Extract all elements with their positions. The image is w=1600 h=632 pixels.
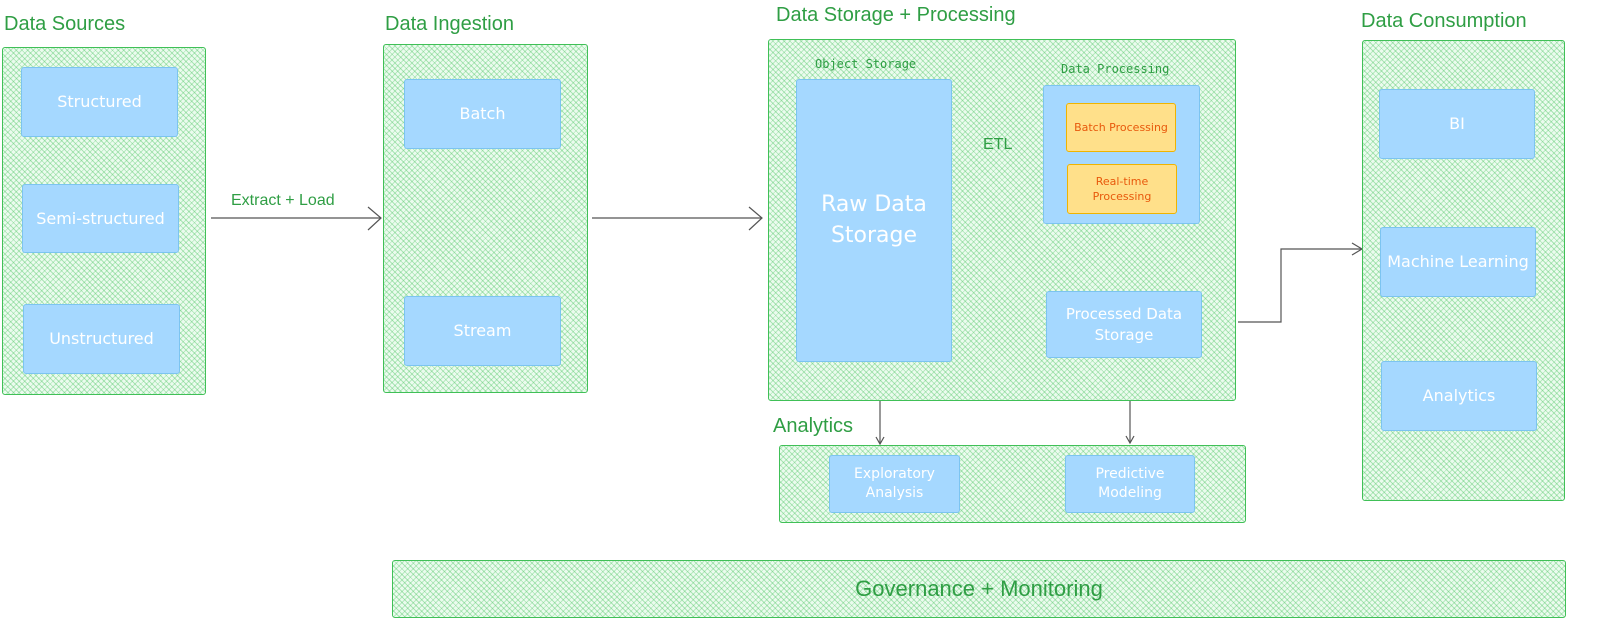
section-title-data-ingestion: Data Ingestion bbox=[385, 13, 514, 35]
section-title-storage-processing: Data Storage + Processing bbox=[776, 4, 1016, 26]
governance-monitoring-bar[interactable]: Governance + Monitoring bbox=[392, 560, 1566, 618]
analytics-predictive[interactable]: Predictive Modeling bbox=[1065, 455, 1195, 513]
raw-data-storage[interactable]: Raw Data Storage bbox=[796, 79, 952, 362]
arrow-storage-to-consumption bbox=[1238, 248, 1362, 323]
object-storage-label: Object Storage bbox=[815, 57, 917, 71]
source-unstructured[interactable]: Unstructured bbox=[23, 304, 180, 374]
batch-processing[interactable]: Batch Processing bbox=[1066, 103, 1176, 152]
arrowhead-processed-down bbox=[1125, 435, 1135, 445]
source-structured[interactable]: Structured bbox=[21, 67, 178, 137]
section-title-data-consumption: Data Consumption bbox=[1361, 10, 1527, 32]
analytics-exploratory[interactable]: Exploratory Analysis bbox=[829, 455, 960, 513]
source-semi-structured[interactable]: Semi-structured bbox=[22, 184, 179, 253]
edge-label-extract-load: Extract + Load bbox=[231, 192, 335, 209]
processed-data-storage[interactable]: Processed Data Storage bbox=[1046, 291, 1202, 358]
realtime-processing[interactable]: Real-time Processing bbox=[1067, 164, 1177, 214]
consumption-analytics[interactable]: Analytics bbox=[1381, 361, 1537, 431]
consumption-bi[interactable]: BI bbox=[1379, 89, 1535, 159]
consumption-machine-learning[interactable]: Machine Learning bbox=[1380, 227, 1536, 297]
edge-label-etl: ETL bbox=[983, 136, 1013, 153]
section-title-analytics: Analytics bbox=[773, 415, 854, 437]
governance-monitoring-label: Governance + Monitoring bbox=[855, 576, 1103, 601]
arrowhead-sources-to-ingestion bbox=[367, 206, 382, 231]
arrowhead-raw-to-analytics bbox=[875, 436, 885, 446]
ingestion-batch[interactable]: Batch bbox=[404, 79, 561, 149]
data-processing-label: Data Processing bbox=[1061, 62, 1170, 76]
section-title-data-sources: Data Sources bbox=[4, 13, 126, 35]
ingestion-stream[interactable]: Stream bbox=[404, 296, 561, 366]
arrowhead-ingestion-to-storage bbox=[748, 206, 763, 231]
